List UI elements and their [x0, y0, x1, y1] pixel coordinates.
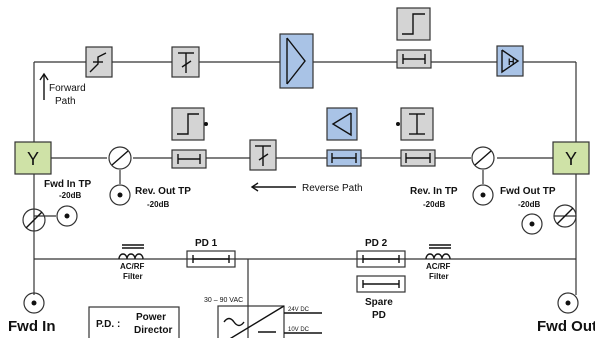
fwd-in-switch — [22, 208, 46, 232]
rev-in-tp-label: Rev. In TP — [410, 186, 458, 197]
supply-input-label: 30 – 90 VAC — [204, 297, 243, 304]
output-diplexer: Y — [552, 141, 590, 175]
rev-out-switch — [108, 146, 132, 170]
fwd-output-amp-block: H — [496, 45, 524, 77]
pd2-label: PD 2 — [365, 238, 388, 249]
fwd-out-port — [557, 292, 579, 314]
rev-highpass-block — [171, 107, 208, 141]
rev-out-tp-connector — [109, 184, 131, 206]
fwd-out-tp-connector — [521, 213, 543, 235]
fwd-out-tp-db: -20dB — [518, 200, 540, 209]
legend-meaning-2: Director — [134, 325, 172, 336]
pd1-block — [186, 250, 236, 268]
rev-in-tp-db: -20dB — [423, 200, 445, 209]
spare-pd-block — [356, 275, 406, 293]
supply-10v-label: 10V DC — [288, 327, 310, 333]
diplexer-symbol-out: Y — [565, 149, 577, 169]
fwd-in-tp-connector — [56, 205, 78, 227]
fwd-in-label: Fwd In — [8, 318, 56, 335]
ac-rf-filter-left-label-2: Filter — [123, 272, 143, 281]
fwd-pad-block — [396, 49, 432, 69]
forward-path-label-2: Path — [55, 96, 76, 107]
pd1-label: PD 1 — [195, 238, 218, 249]
amp-symbol: H — [508, 57, 515, 67]
supply-24v-label: 24V DC — [288, 307, 310, 313]
fwd-out-label: Fwd Out — [537, 318, 595, 335]
legend-box — [88, 306, 180, 338]
fwd-in-tp-label: Fwd In TP — [44, 179, 92, 190]
fwd-preamp-block — [279, 33, 314, 89]
pd2-block — [356, 250, 406, 268]
legend-meaning-1: Power — [136, 312, 166, 323]
fwd-slope-block — [171, 46, 200, 78]
input-diplexer: Y — [14, 141, 52, 175]
reverse-path-arrow — [250, 182, 296, 192]
ac-rf-filter-right — [425, 244, 451, 260]
rev-amp-block — [326, 107, 358, 141]
rev-out-tp-db: -20dB — [147, 200, 169, 209]
rev-in-switch — [471, 146, 495, 170]
rev-in-tp-connector — [472, 184, 494, 206]
rev-slope-block — [249, 139, 277, 171]
forward-path-arrow — [39, 72, 49, 100]
rev-lowpass-block — [396, 107, 434, 141]
ac-rf-filter-left-label-1: AC/RF — [120, 262, 145, 271]
fwd-highpass-block — [396, 7, 431, 41]
rev-pad-block-3 — [400, 149, 436, 167]
forward-path-label-1: Forward — [49, 83, 86, 94]
reverse-path-label: Reverse Path — [302, 183, 363, 194]
fwd-out-switch — [553, 204, 577, 228]
diplexer-symbol-in: Y — [27, 149, 39, 169]
ac-rf-filter-right-label-1: AC/RF — [426, 262, 451, 271]
wiring — [33, 61, 577, 338]
spare-pd-label-1: Spare — [365, 297, 393, 308]
ac-rf-filter-left — [118, 244, 144, 260]
legend-abbrev: P.D. : — [96, 319, 120, 330]
fwd-in-port — [23, 292, 45, 314]
ac-rf-filter-right-label-2: Filter — [429, 272, 449, 281]
power-supply — [217, 305, 322, 338]
fwd-in-tp-db: -20dB — [59, 191, 81, 200]
rev-out-tp-label: Rev. Out TP — [135, 186, 191, 197]
spare-pd-label-2: PD — [372, 310, 386, 321]
fwd-out-tp-label: Fwd Out TP — [500, 186, 556, 197]
rev-pad-block-2 — [326, 149, 362, 167]
rev-pad-block-1 — [171, 149, 207, 169]
fwd-eq-block — [85, 46, 113, 78]
